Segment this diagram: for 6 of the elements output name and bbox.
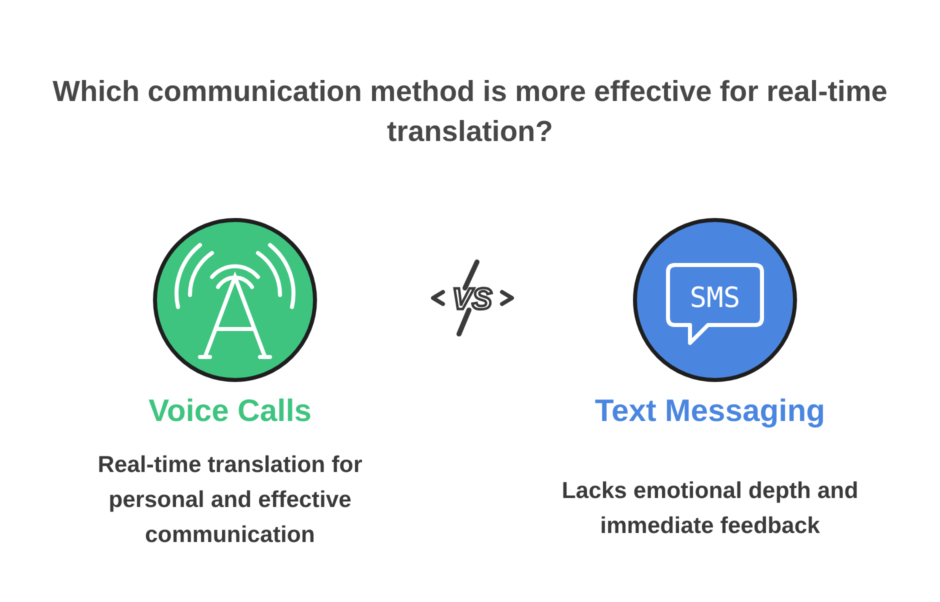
description: Lacks emotional depth and immediate feedback	[560, 476, 860, 540]
heading: Text Messaging	[594, 393, 826, 429]
icon-label: SMS	[690, 281, 740, 314]
heading: Voice Calls	[147, 393, 313, 429]
description: Real-time translation for personal and effective communication	[96, 450, 364, 549]
title: Which communication method is more effective for real-time translation?	[52, 75, 888, 150]
